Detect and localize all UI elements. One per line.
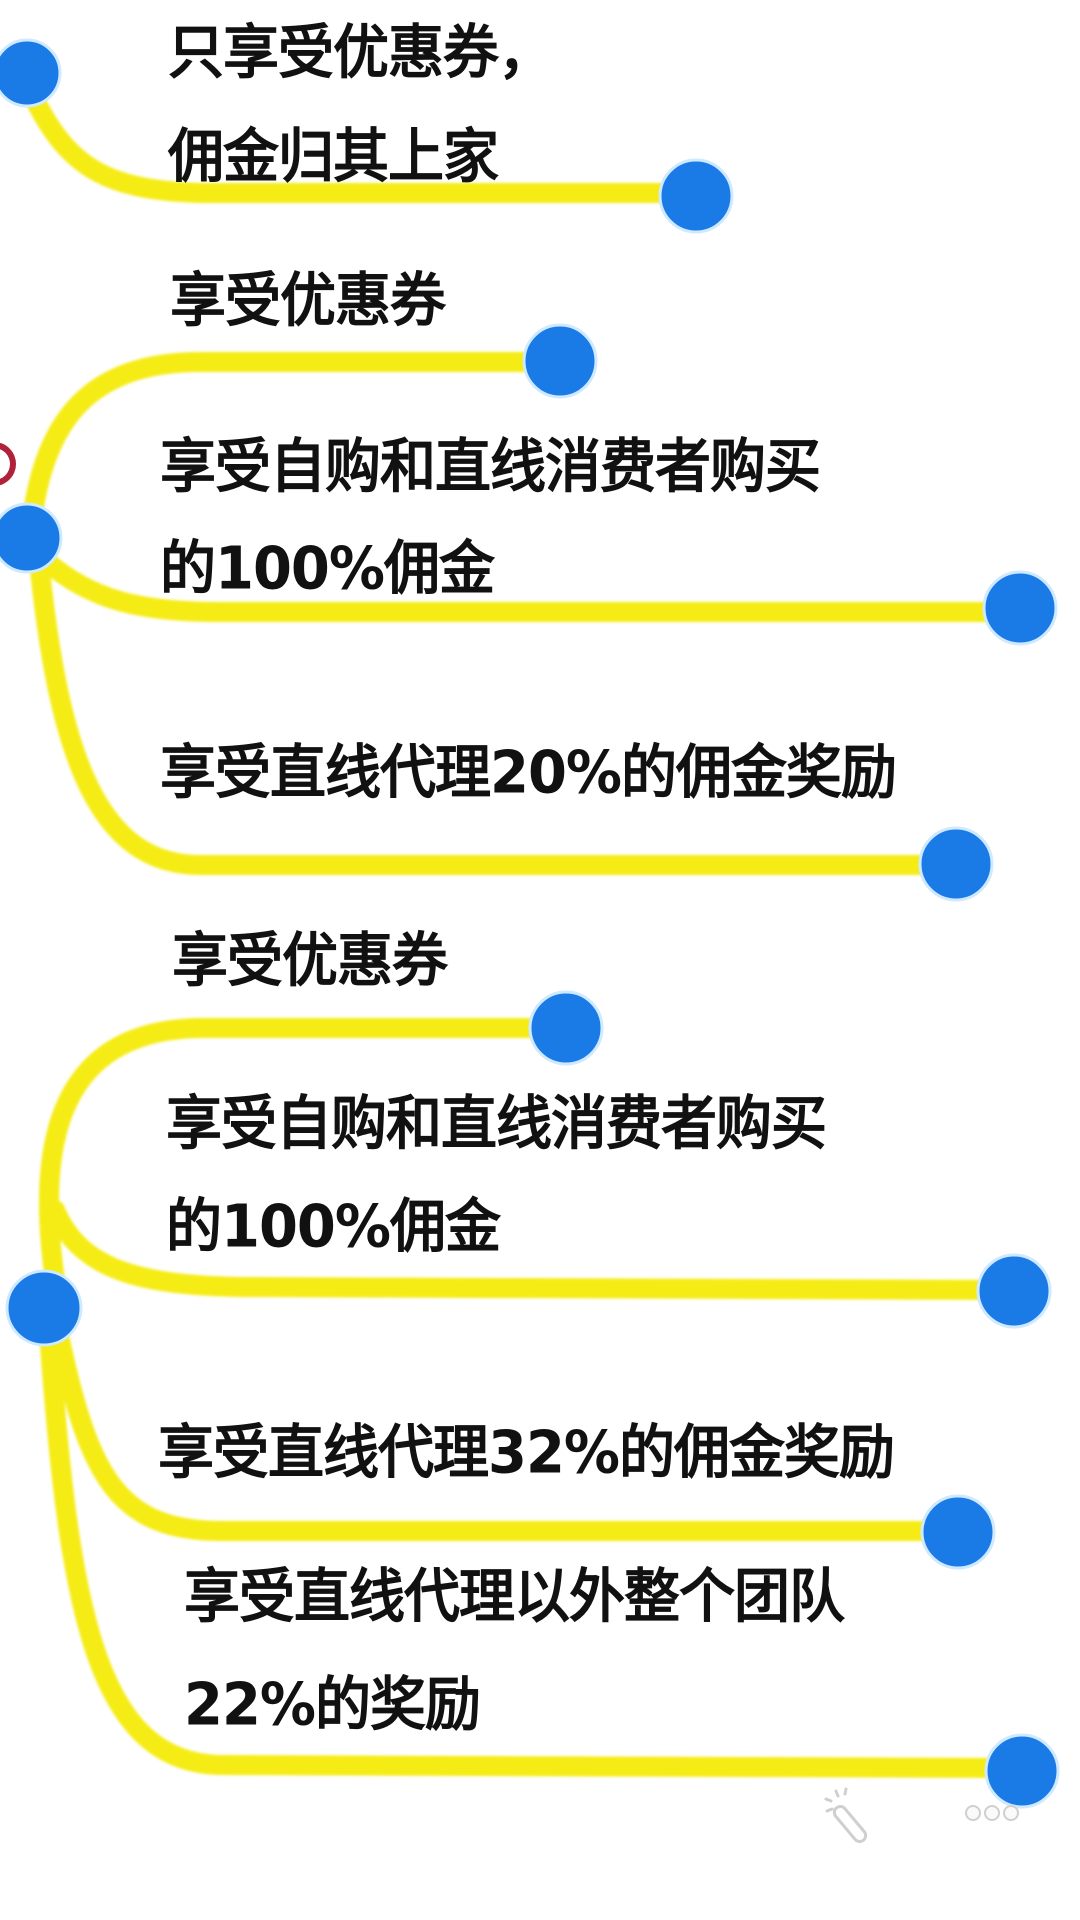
label-b1: 享受优惠券 [170, 266, 446, 335]
dot [965, 1805, 981, 1821]
label-b3: 享受直线代理20%的佣金奖励 [160, 738, 897, 807]
branch-b1 [22, 352, 565, 530]
branch-b2 [35, 550, 1025, 622]
label-b2-line2: 的100%佣金 [160, 534, 495, 603]
branch-a [25, 90, 700, 203]
branch-c2 [45, 1200, 1020, 1300]
branch-c3 [50, 1330, 960, 1541]
node-b1-end [522, 323, 598, 399]
node-c-root [5, 1269, 83, 1347]
label-c4-line1: 享受直线代理以外整个团队 [184, 1562, 845, 1631]
label-c2-line2: 的100%佣金 [166, 1192, 501, 1261]
label-c2-line1: 享受自购和直线消费者购买 [166, 1089, 827, 1158]
branch-b3 [30, 560, 960, 875]
node-b2-end [982, 570, 1058, 646]
node-c4-end [984, 1733, 1060, 1809]
branch-c1 [38, 1018, 570, 1290]
label-c4-line2: 22%的奖励 [184, 1670, 481, 1739]
label-a-line1: 只享受优惠券， [168, 18, 554, 87]
more-dots-icon[interactable] [965, 1805, 1019, 1821]
node-c1-end [528, 990, 604, 1066]
node-a-root [0, 38, 62, 108]
branch-c4 [40, 1335, 1025, 1778]
node-a-end [658, 158, 734, 234]
label-a-line2: 佣金归其上家 [168, 122, 499, 191]
label-b2-line1: 享受自购和直线消费者购买 [160, 432, 821, 501]
magic-wand-icon[interactable] [822, 1785, 882, 1845]
node-b3-end [918, 826, 994, 902]
node-c3-end [920, 1494, 996, 1570]
label-c1: 享受优惠券 [172, 926, 448, 995]
node-c2-end [976, 1253, 1052, 1329]
label-c3: 享受直线代理32%的佣金奖励 [158, 1418, 895, 1487]
node-b-root [0, 502, 63, 574]
dot [984, 1805, 1000, 1821]
dot [1003, 1805, 1019, 1821]
